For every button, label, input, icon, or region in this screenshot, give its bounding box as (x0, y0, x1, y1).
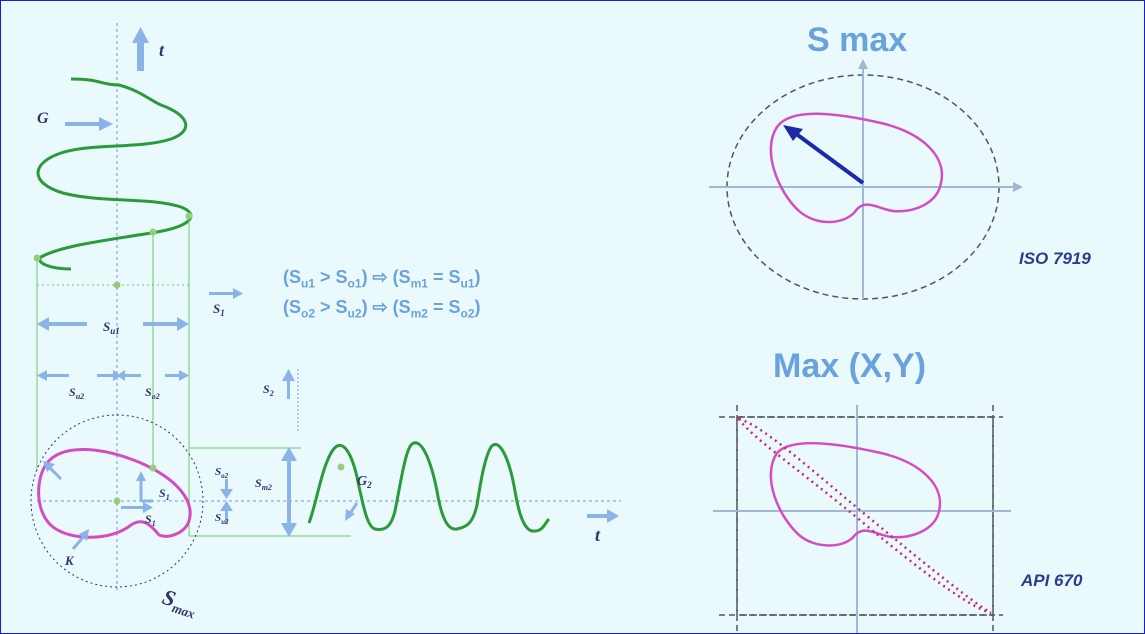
G-label: G (37, 110, 49, 127)
t-axis-label-top: t (159, 40, 165, 60)
waveform-G2 (307, 441, 551, 533)
orbit-K (37, 447, 192, 539)
S1-arrow-icon (209, 288, 243, 299)
maxxy-panel (713, 405, 1011, 633)
S1-inner-arrows (121, 471, 153, 513)
Smax-circle (30, 414, 204, 588)
orbit-center (113, 497, 121, 505)
smax-panel (709, 59, 1023, 300)
api-standard-label: API 670 (1021, 571, 1083, 590)
G2-point (337, 463, 345, 471)
projection-lines (36, 216, 351, 537)
Su2-label-mid: Su2 (215, 512, 229, 526)
maxxy-diagonal-envelope (736, 416, 992, 615)
Su2-label: Su2 (69, 385, 84, 401)
formula-line-2: (So2 > Su2) ⇨ (Sm2 = So2) (283, 297, 481, 321)
Su1-dimension-arrows (37, 317, 189, 331)
formula-line-1: (Su1 > So1) ⇨ (Sm1 = Su1) (283, 267, 481, 291)
So2-small-arrows (220, 479, 233, 523)
orbit-direction-arrow-icon (43, 461, 63, 481)
maxxy-title: Max (X,Y) (773, 347, 927, 385)
Sm2-vertical-dimension (281, 447, 297, 537)
Sm2-label: Sm2 (255, 476, 272, 492)
Smax-label: Smax (159, 584, 202, 622)
G2-label: G2 (357, 474, 372, 490)
time-arrow-right-icon (587, 509, 619, 523)
S1-label-orbit-upper: S1 (159, 486, 170, 502)
K-arrow-icon (71, 529, 89, 550)
K-label: K (64, 553, 75, 568)
maxxy-orbit (769, 441, 942, 547)
G2-arrow-icon (345, 502, 359, 521)
orbit-point (149, 464, 157, 472)
smax-vector-arrow-icon (793, 131, 865, 185)
Su2-So2-dimension-arrows (37, 370, 189, 381)
Su1-label: Su1 (103, 319, 120, 336)
smax-orbit (769, 112, 944, 224)
So2-label: So2 (145, 385, 160, 401)
time-arrow-up-icon (132, 27, 149, 71)
S2-vertical-arrow-icon (282, 369, 295, 399)
waveform-G (36, 77, 193, 271)
So2-label-mid: So2 (215, 466, 229, 480)
t-axis-label-right: t (595, 525, 601, 545)
G-arrow-icon (65, 117, 113, 131)
smax-title: S max (807, 21, 908, 59)
S1-label-orbit-lower: S1 (145, 512, 156, 528)
iso-standard-label: ISO 7919 (1019, 249, 1091, 268)
S1-label-top: S1 (213, 301, 225, 318)
S2-label-top: S2 (263, 382, 274, 398)
